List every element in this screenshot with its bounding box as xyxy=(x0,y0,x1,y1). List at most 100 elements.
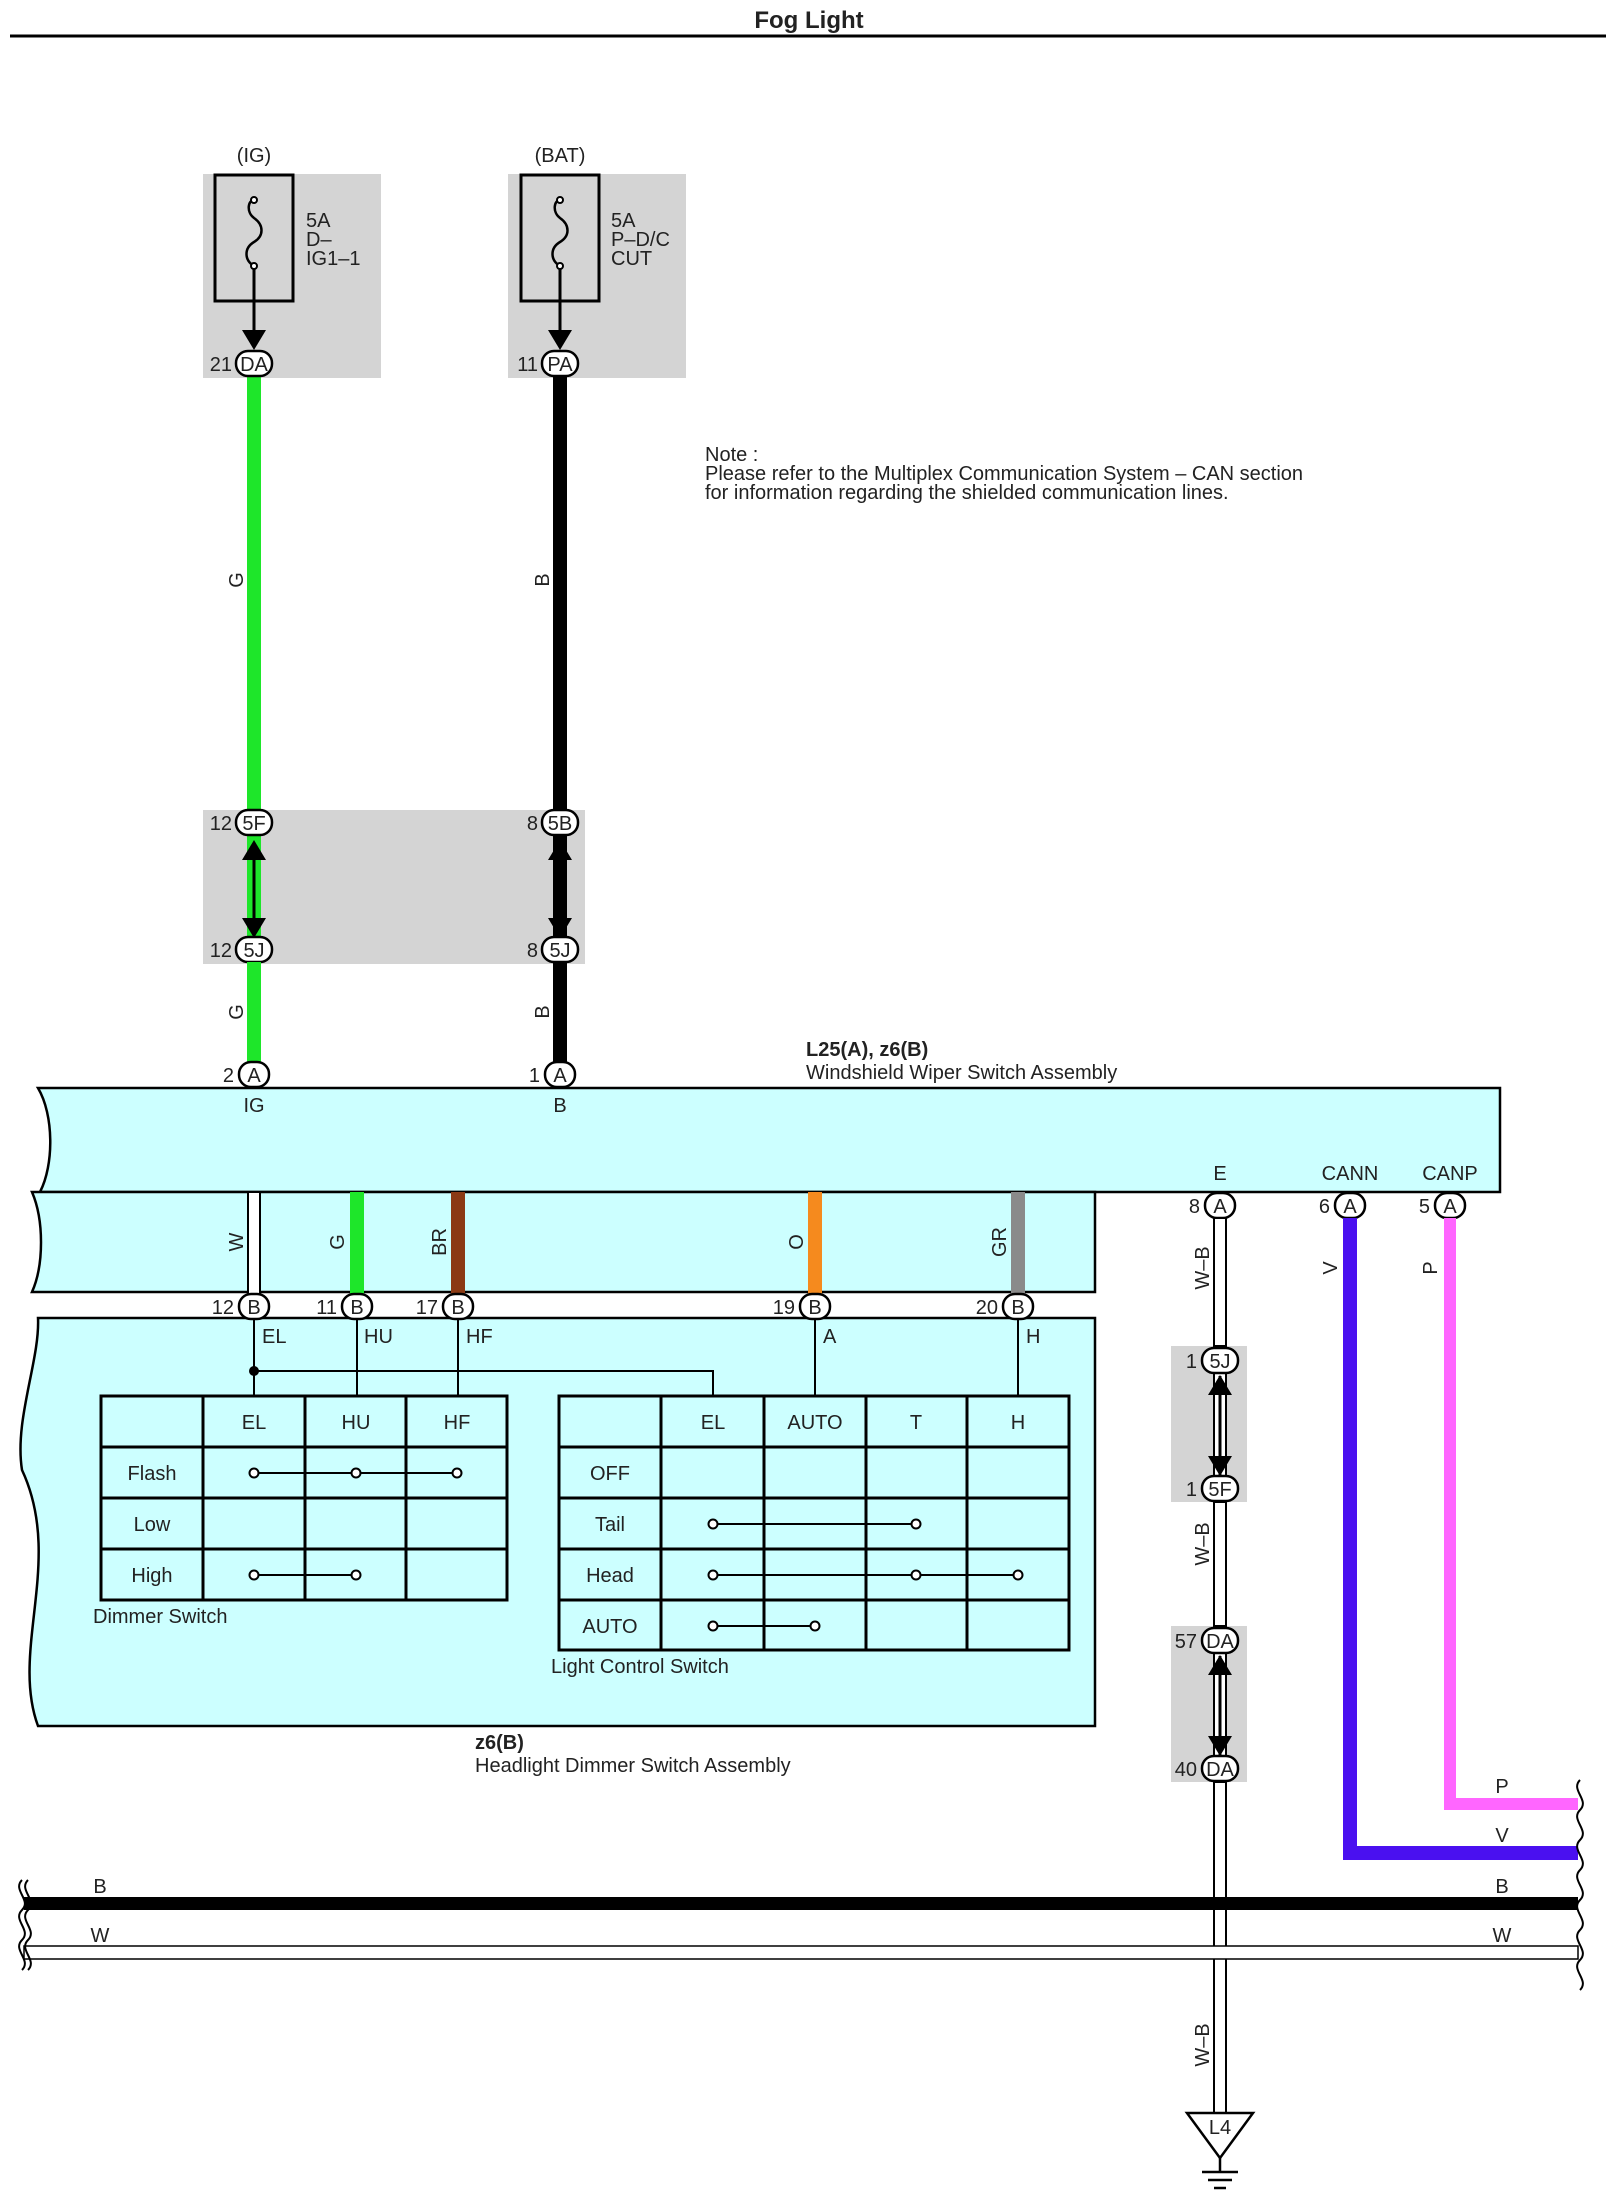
connector-b-11-code: B xyxy=(350,1297,363,1319)
fuse-bat-element xyxy=(551,198,569,268)
connector-da-21-code: DA xyxy=(240,354,268,376)
connector-da-21-pin: 21 xyxy=(210,354,232,376)
note-line-3: for information regarding the shielded c… xyxy=(705,482,1229,504)
earth-icon xyxy=(1202,2158,1238,2190)
bus-w-left-label: W xyxy=(91,1925,110,1947)
break-marks-right xyxy=(1576,1779,1584,1991)
internal-leads xyxy=(253,1320,1019,1396)
dimmer-col-el: EL xyxy=(242,1412,266,1434)
light-row-head: Head xyxy=(586,1565,634,1587)
connector-5f-1-shell xyxy=(1200,1474,1240,1503)
connector-da-57-pin: 57 xyxy=(1175,1631,1197,1653)
connector-a-1-shell xyxy=(543,1060,577,1089)
fuse-bat-name2: CUT xyxy=(611,248,652,270)
fuse-ig-rating: 5A xyxy=(306,210,331,232)
connector-5j-1-shell xyxy=(1200,1346,1240,1375)
connector-5f-1-code: 5F xyxy=(1208,1479,1231,1501)
connector-a-5-pin: 5 xyxy=(1419,1196,1430,1218)
wire-b-upper-label: B xyxy=(532,573,554,586)
terminal-ig-label: IG xyxy=(243,1095,264,1117)
connector-a-2-pin: 2 xyxy=(223,1065,234,1087)
bus-w xyxy=(23,1945,1579,1960)
dimmer-row-low: Low xyxy=(134,1514,171,1536)
terminal-cann-label: CANN xyxy=(1322,1163,1379,1185)
dimmer-switch-table xyxy=(99,1394,509,1602)
fuse-bat-arrow xyxy=(548,330,572,350)
connector-5f-12-code: 5F xyxy=(242,813,265,835)
fuse-ig-name2: IG1–1 xyxy=(306,248,360,270)
junction-g-arrow-down xyxy=(242,918,266,938)
terminal-canp-label: CANP xyxy=(1422,1163,1478,1185)
dimmer-assembly-id: z6(B) xyxy=(475,1732,524,1754)
wire-wb-low-label: W–B xyxy=(1192,2023,1214,2066)
connector-5j-1-pin: 1 xyxy=(1186,1351,1197,1373)
connector-b-19-pin: 19 xyxy=(773,1297,795,1319)
connector-a-1-pin: 1 xyxy=(529,1065,540,1087)
connector-5j-1-code: 5J xyxy=(1209,1351,1230,1373)
wiper-assembly-name: Windshield Wiper Switch Assembly xyxy=(806,1062,1117,1084)
fuse-bat-terminal-bottom xyxy=(556,262,564,270)
fuse-bat-source: (BAT) xyxy=(535,145,586,167)
dimmer-col-hf: HF xyxy=(444,1412,471,1434)
light-col-el: EL xyxy=(701,1412,725,1434)
wire-b-lower xyxy=(553,962,567,1072)
ground-label: L4 xyxy=(1209,2117,1231,2139)
light-contacts xyxy=(713,1523,1018,1627)
connector-5f-1-pin: 1 xyxy=(1186,1479,1197,1501)
terminal-a-label: A xyxy=(823,1326,837,1348)
connector-5j-8-code: 5J xyxy=(549,940,570,962)
connector-5f-12-shell xyxy=(234,808,274,837)
light-row-tail: Tail xyxy=(595,1514,625,1536)
connector-b-20-shell xyxy=(1001,1292,1035,1321)
wire-br-hf xyxy=(451,1192,465,1302)
wire-v-right-label: V xyxy=(1495,1825,1509,1847)
connector-b-19-shell xyxy=(798,1292,832,1321)
connector-5b-8-code: 5B xyxy=(548,813,572,835)
note-line-1: Note : xyxy=(705,444,758,466)
wire-v-cann xyxy=(1343,1218,1578,1860)
wire-wb-upper-label: W–B xyxy=(1192,1246,1214,1289)
connector-da-40-code: DA xyxy=(1206,1759,1234,1781)
wire-g-lower xyxy=(247,962,261,1072)
dimmer-contact-dots xyxy=(248,1467,463,1581)
dimmer-row-flash: Flash xyxy=(128,1463,177,1485)
fuse-ig-terminal-bottom xyxy=(250,262,258,270)
connector-a-2-code: A xyxy=(247,1065,261,1087)
connector-a-8-pin: 8 xyxy=(1189,1196,1200,1218)
connector-pa-11-code: PA xyxy=(547,354,573,376)
wire-b-lower-label: B xyxy=(532,1005,554,1018)
connector-b-19-code: B xyxy=(808,1297,821,1319)
connector-da-57-code: DA xyxy=(1206,1631,1234,1653)
note-line-2: Please refer to the Multiplex Communicat… xyxy=(705,463,1303,485)
connector-5j-8-pin: 8 xyxy=(527,940,538,962)
wire-p-label: P xyxy=(1420,1261,1442,1274)
connector-5b-8-shell xyxy=(540,808,580,837)
wire-gr-label: GR xyxy=(989,1227,1011,1257)
wire-o-label: O xyxy=(786,1234,808,1250)
light-col-auto: AUTO xyxy=(787,1412,842,1434)
light-row-off: OFF xyxy=(590,1463,630,1485)
bus-b xyxy=(24,1897,1578,1910)
connector-5j-12-code: 5J xyxy=(243,940,264,962)
light-contact-dots xyxy=(707,1518,1024,1632)
connector-b-12-code: B xyxy=(247,1297,260,1319)
connector-b-11-shell xyxy=(340,1292,374,1321)
el-splice-dot xyxy=(249,1366,259,1376)
light-col-t: T xyxy=(910,1412,922,1434)
wire-g-hu xyxy=(350,1192,364,1302)
junction-ground-2-arrow-up xyxy=(1208,1655,1232,1675)
connector-b-20-code: B xyxy=(1011,1297,1024,1319)
wire-g-hu-label: G xyxy=(327,1234,349,1250)
wire-channel-panel xyxy=(30,1190,1097,1294)
terminal-h-label: H xyxy=(1026,1326,1040,1348)
dimmer-switch-caption: Dimmer Switch xyxy=(93,1606,227,1628)
wire-p-right-label: P xyxy=(1495,1776,1508,1798)
fuse-ig-source: (IG) xyxy=(237,145,271,167)
fuse-bat-terminal-top xyxy=(556,196,564,204)
wire-br-label: BR xyxy=(429,1228,451,1256)
wire-gr-h xyxy=(1011,1192,1025,1302)
wire-w-label: W xyxy=(226,1232,248,1251)
fuse-ig-terminal-top xyxy=(250,196,258,204)
connector-b-17-shell xyxy=(441,1292,475,1321)
